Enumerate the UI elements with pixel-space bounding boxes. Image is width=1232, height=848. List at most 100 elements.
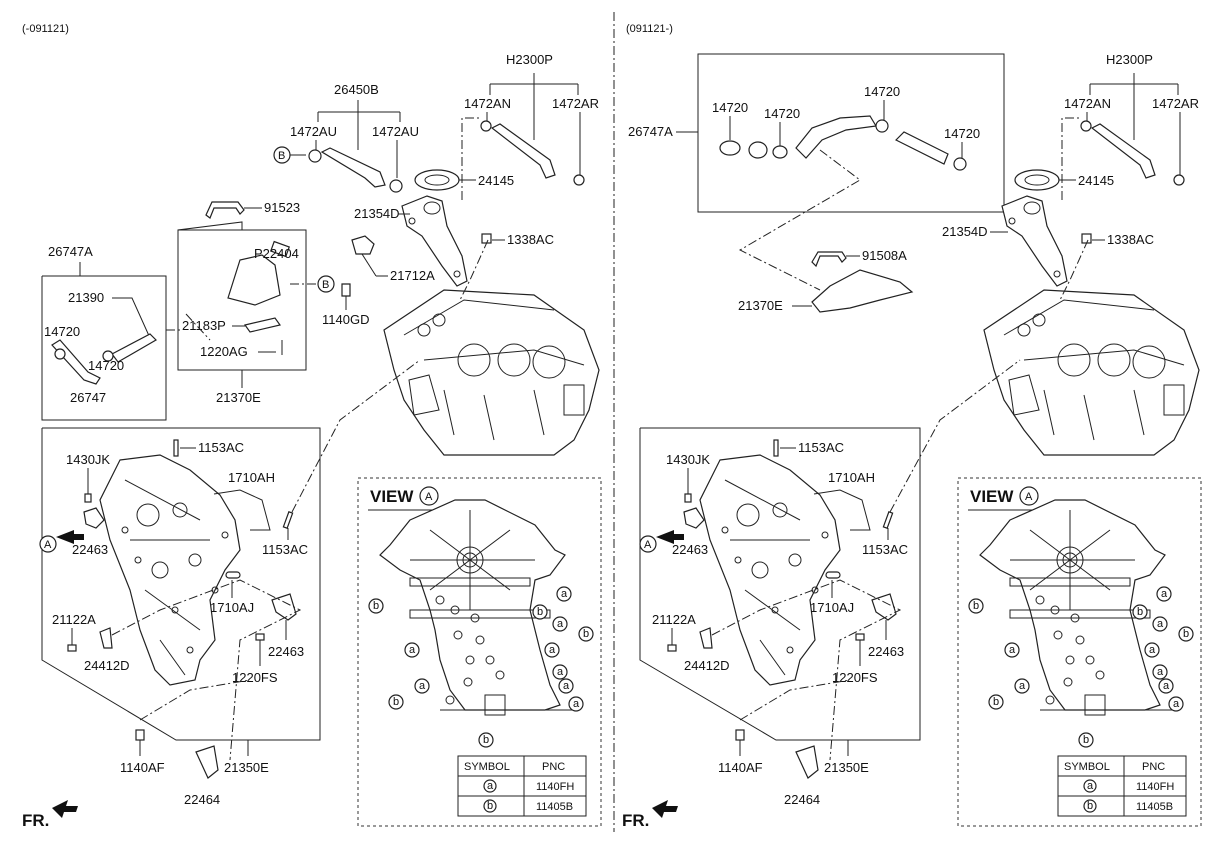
part-label-h2300p: H2300P: [506, 52, 553, 67]
view-arrow-a: [656, 530, 684, 544]
gasket-21183p: [243, 317, 282, 333]
view-a-box: [957, 477, 1202, 827]
table-header-symbol: SYMBOL: [464, 761, 510, 773]
part-label-1710ah: 1710AH: [228, 470, 275, 485]
part-label-21183p: 21183P: [182, 318, 226, 333]
svg-text:a: a: [1019, 680, 1026, 692]
part-label-21350e: 21350E: [824, 760, 869, 775]
svg-text:B: B: [278, 150, 285, 162]
svg-text:B: B: [322, 279, 329, 291]
view-title: VIEW: [970, 487, 1014, 506]
svg-text:b: b: [973, 600, 979, 612]
timing-cover-21350e: [699, 454, 841, 686]
gasket-24145: [414, 169, 460, 191]
table-header-pnc: PNC: [542, 761, 565, 773]
part-label-91508a: 91508A: [862, 248, 907, 263]
part-label-22463-a: 22463: [72, 542, 108, 557]
part-label-24145: 24145: [1078, 173, 1114, 188]
hose-short: [894, 131, 949, 165]
right-panel: (091121-) H2300P 1472AN 1472AR 26747A 14…: [622, 23, 1202, 830]
view-a-box: [357, 477, 602, 827]
part-label-22464: 22464: [784, 792, 820, 807]
part-label-26747a: 26747A: [628, 124, 673, 139]
svg-text:b: b: [373, 600, 379, 612]
svg-text:b: b: [1083, 734, 1089, 746]
front-arrow-icon: [652, 800, 678, 818]
svg-text:a: a: [563, 680, 570, 692]
part-label-14720-c: 14720: [864, 84, 900, 99]
engine-block-right: [983, 289, 1200, 456]
part-label-1472an: 1472AN: [464, 96, 511, 111]
engine-block-left: [383, 289, 600, 456]
svg-text:b: b: [487, 800, 493, 812]
variant-label: (091121-): [626, 23, 673, 35]
table-pnc-a: 1140FH: [1136, 781, 1174, 793]
part-label-1430jk: 1430JK: [666, 452, 710, 467]
part-label-22463-b: 22463: [868, 644, 904, 659]
part-label-22463-b: 22463: [268, 644, 304, 659]
svg-text:a: a: [419, 680, 426, 692]
hose-26450b: [320, 147, 386, 188]
part-label-1140af: 1140AF: [120, 760, 165, 775]
part-label-14720-d: 14720: [944, 126, 980, 141]
part-label-1472au-a: 1472AU: [290, 124, 337, 139]
svg-text:a: a: [487, 780, 494, 792]
pnc-table: SYMBOL PNC a 1140FH b 11405B: [457, 755, 587, 817]
part-label-1220ag: 1220AG: [200, 344, 248, 359]
svg-text:b: b: [1137, 606, 1143, 618]
sensor-24412d: [99, 627, 113, 649]
svg-text:A: A: [44, 539, 52, 551]
table-header-pnc: PNC: [1142, 761, 1165, 773]
svg-text:a: a: [1161, 588, 1168, 600]
left-panel: (-091121) H2300P 1472AN 1472AR 26450B 14…: [22, 23, 602, 830]
part-label-1710ah: 1710AH: [828, 470, 875, 485]
svg-text:a: a: [1009, 644, 1016, 656]
bolt-1140gd: [341, 283, 351, 297]
part-label-21122a: 21122A: [52, 612, 96, 627]
part-label-21122a: 21122A: [652, 612, 696, 627]
gasket-1710ah: [213, 489, 271, 531]
hose-group-box: [697, 53, 1005, 213]
housing-21370e: [227, 254, 281, 306]
part-label-1153ac-b: 1153AC: [862, 542, 908, 557]
part-label-22464: 22464: [184, 792, 220, 807]
hose-26747: [795, 115, 877, 159]
part-label-h2300p: H2300P: [1106, 52, 1153, 67]
part-label-14720-b: 14720: [764, 106, 800, 121]
cover-22463-a: [83, 507, 105, 529]
clamp-1472ar: [573, 174, 585, 186]
part-label-21350e: 21350E: [224, 760, 269, 775]
svg-text:A: A: [425, 491, 433, 503]
svg-text:a: a: [1157, 666, 1164, 678]
view-arrow-a: [56, 530, 84, 544]
svg-text:b: b: [537, 606, 543, 618]
bracket-91508a: [811, 251, 847, 268]
cover-22463-b: [271, 593, 297, 621]
clamp-1472au-a: [308, 149, 322, 163]
hose-h2300p: [1090, 123, 1156, 179]
svg-text:a: a: [409, 644, 416, 656]
part-label-24412d: 24412D: [684, 658, 730, 673]
clamp-1472an: [480, 120, 492, 132]
part-label-26450b: 26450B: [334, 82, 379, 97]
part-label-1153ac-a: 1153AC: [798, 440, 844, 455]
guide-22464: [195, 745, 219, 779]
pnc-table: SYMBOL PNC a 1140FH b 11405B: [1057, 755, 1187, 817]
svg-text:a: a: [1173, 698, 1180, 710]
svg-text:b: b: [483, 734, 489, 746]
part-label-1710aj: 1710AJ: [210, 600, 254, 615]
table-header-symbol: SYMBOL: [1064, 761, 1110, 773]
part-label-24145: 24145: [478, 173, 514, 188]
gasket-24145: [1014, 169, 1060, 191]
nut-1338ac: [481, 233, 492, 244]
part-label-1220fs: 1220FS: [832, 670, 878, 685]
part-label-1140gd: 1140GD: [322, 312, 369, 327]
svg-text:a: a: [573, 698, 580, 710]
part-label-21390: 21390: [68, 290, 104, 305]
view-title: VIEW: [370, 487, 414, 506]
part-label-1338ac: 1338AC: [507, 232, 554, 247]
part-label-1710aj: 1710AJ: [810, 600, 854, 615]
part-label-21354d: 21354D: [942, 224, 988, 239]
part-label-1338ac: 1338AC: [1107, 232, 1154, 247]
table-pnc-b: 11405B: [536, 801, 573, 813]
